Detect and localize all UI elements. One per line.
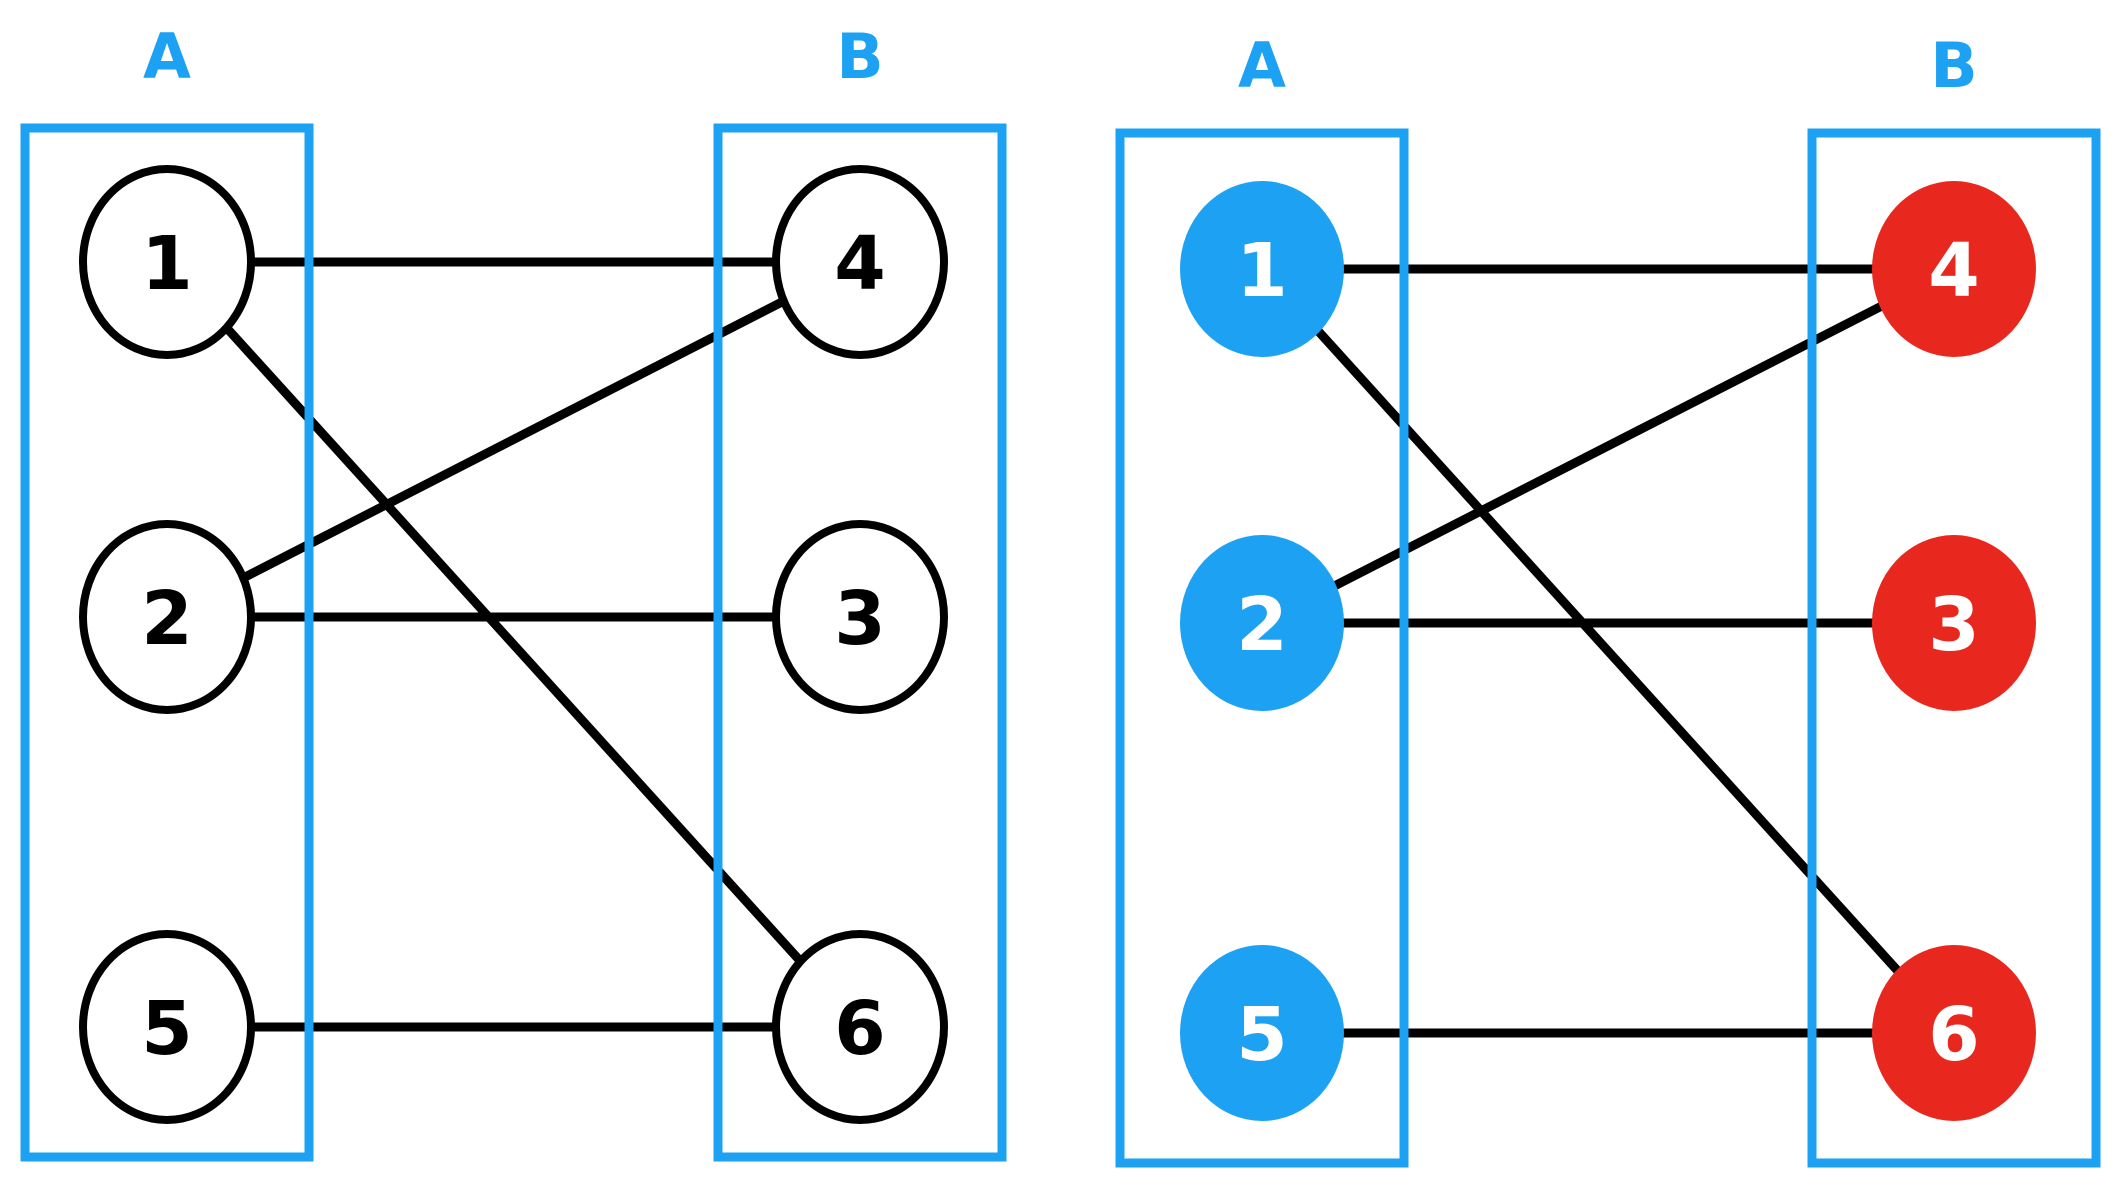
node-3: 3 xyxy=(1872,535,2036,711)
node-2: 2 xyxy=(1180,535,1344,711)
node-circle xyxy=(79,520,255,714)
set-b-label: B xyxy=(1930,29,1977,102)
set-b-box xyxy=(713,123,1007,1162)
panel-uncolored: A B 1 2 3 4 5 6 xyxy=(20,20,1007,1162)
node-3: 3 xyxy=(772,520,948,714)
node-label: 1 xyxy=(141,221,193,307)
edge-1-6 xyxy=(1258,265,1958,1037)
node-circle xyxy=(772,165,948,359)
node-1: 1 xyxy=(79,165,255,359)
node-label: 6 xyxy=(1928,992,1980,1078)
node-6: 6 xyxy=(772,930,948,1124)
edge-2-4 xyxy=(164,257,863,622)
node-label: 3 xyxy=(834,576,886,662)
node-1: 1 xyxy=(1180,181,1344,357)
set-a-label: A xyxy=(1238,29,1286,102)
node-5: 5 xyxy=(79,930,255,1124)
node-circle xyxy=(772,520,948,714)
node-label: 6 xyxy=(834,986,886,1072)
node-2: 2 xyxy=(79,520,255,714)
edges xyxy=(1258,264,1958,1038)
node-label: 5 xyxy=(141,986,193,1072)
node-5: 5 xyxy=(1180,945,1344,1121)
set-b-label: B xyxy=(836,20,883,93)
node-6: 6 xyxy=(1872,945,2036,1121)
node-label: 5 xyxy=(1236,992,1288,1078)
panel-colored: A B 1 2 3 4 5 6 xyxy=(1115,29,2101,1168)
node-circle xyxy=(79,930,255,1124)
edges xyxy=(163,257,864,1032)
node-circle xyxy=(1180,535,1344,711)
edge-2-4 xyxy=(1259,264,1957,628)
set-a-label: A xyxy=(143,20,191,93)
node-4: 4 xyxy=(772,165,948,359)
node-circle xyxy=(772,930,948,1124)
node-label: 3 xyxy=(1928,582,1980,668)
node-label: 2 xyxy=(141,576,193,662)
set-a-box xyxy=(1115,128,1409,1168)
node-circle xyxy=(1180,181,1344,357)
node-circle xyxy=(79,165,255,359)
set-a-box xyxy=(20,123,314,1162)
node-circle xyxy=(1872,181,2036,357)
node-label: 1 xyxy=(1236,228,1288,314)
node-4: 4 xyxy=(1872,181,2036,357)
node-label: 4 xyxy=(834,221,886,307)
node-circle xyxy=(1872,535,2036,711)
node-circle xyxy=(1180,945,1344,1121)
node-circle xyxy=(1872,945,2036,1121)
set-b-box xyxy=(1807,128,2101,1168)
edge-1-6 xyxy=(163,258,864,1031)
node-label: 4 xyxy=(1928,228,1980,314)
node-label: 2 xyxy=(1236,582,1288,668)
